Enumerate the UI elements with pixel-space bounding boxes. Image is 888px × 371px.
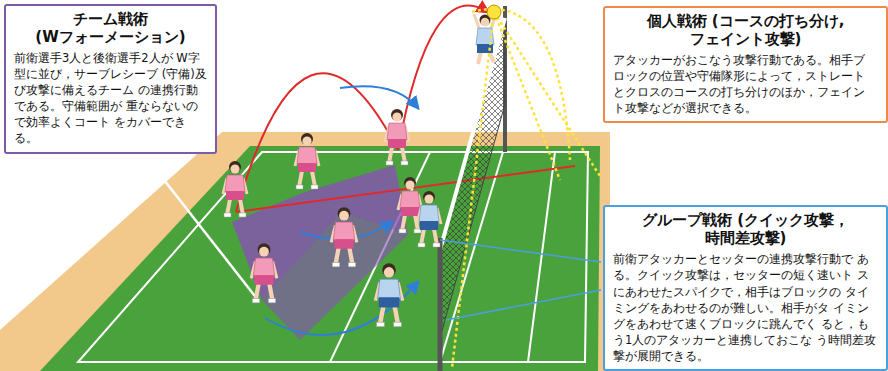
floor-surround [0, 132, 610, 371]
callout-box: グループ戦術 (クイック攻撃，時間差攻撃) 前衛アタッカーとセッターの連携攻撃行動… [603, 205, 888, 371]
player [223, 161, 247, 217]
leader-line [440, 240, 601, 262]
net-band [440, 18, 505, 250]
net [440, 18, 505, 338]
player [375, 263, 402, 326]
run-arrow [340, 86, 418, 108]
player [331, 207, 357, 267]
callout-box: チーム戦術 (Wフォーメーション) 前衛選手3人と後衛選手2人が W字型に並び，サ… [4, 4, 217, 154]
court-boundary [78, 152, 588, 362]
box-body: 前衛アタッカーとセッターの連携攻撃行動で ある。クイック攻撃は，セッターの短く速… [613, 251, 878, 364]
player [251, 243, 277, 303]
box-heading: 個人戦術 (コースの打ち分け,フェイント攻撃) [613, 12, 878, 48]
shot-course [494, 12, 600, 176]
leader-line [446, 290, 601, 320]
player [417, 191, 441, 247]
attacker-jumping [474, 14, 496, 64]
box-body: 前衛選手3人と後衛選手2人が W字型に並び，サーブレシーブ (守備)及び攻撃に備… [14, 50, 207, 147]
shot-course [494, 12, 560, 180]
player [295, 133, 319, 189]
box-heading: チーム戦術 (Wフォーメーション) [14, 10, 207, 46]
court-surface [40, 146, 600, 371]
callout-box: 個人戦術 (コースの打ち分け,フェイント攻撃) アタッカーがおこなう攻撃行動である… [603, 6, 888, 123]
pass-trajectory [236, 73, 398, 212]
box-heading: グループ戦術 (クイック攻撃，時間差攻撃) [613, 211, 878, 247]
box-body: アタッカーがおこなう攻撃行動である。相手ブ ロックの位置や守備隊形によって，スト… [613, 52, 878, 116]
net-post [438, 238, 443, 371]
player [385, 109, 409, 165]
leader-line [150, 162, 258, 300]
player [398, 177, 422, 233]
ball [487, 5, 501, 19]
attack-line [528, 152, 555, 362]
